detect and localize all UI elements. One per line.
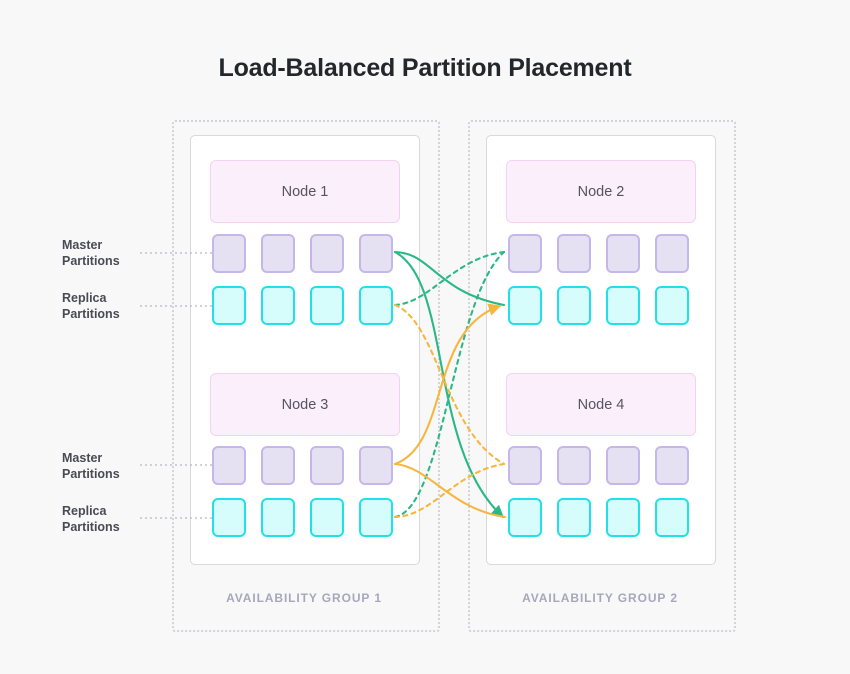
partition-node2-replica-3[interactable] — [606, 286, 640, 325]
partition-node4-master-3[interactable] — [606, 446, 640, 485]
partition-node1-replica-3[interactable] — [310, 286, 344, 325]
node-label-node2: Node 2 — [577, 183, 625, 200]
page-title: Load-Balanced Partition Placement — [218, 54, 632, 82]
label-line-1: Master — [62, 238, 103, 252]
node-label-node1: Node 1 — [281, 183, 329, 200]
label-line-1: Master — [62, 451, 103, 465]
partition-node3-replica-3[interactable] — [310, 498, 344, 537]
partition-node3-master-4[interactable] — [359, 446, 393, 485]
partition-node2-master-1[interactable] — [508, 234, 542, 273]
node-box-node3[interactable]: Node 3 — [210, 373, 400, 436]
label-replica-partitions-bottom: Replica Partitions — [62, 503, 167, 535]
partition-node1-replica-4[interactable] — [359, 286, 393, 325]
partition-node4-replica-2[interactable] — [557, 498, 591, 537]
partition-node4-replica-3[interactable] — [606, 498, 640, 537]
partition-node2-master-3[interactable] — [606, 234, 640, 273]
partition-node4-master-4[interactable] — [655, 446, 689, 485]
label-line-2: Partitions — [62, 520, 120, 534]
partition-node3-replica-2[interactable] — [261, 498, 295, 537]
partition-node4-replica-1[interactable] — [508, 498, 542, 537]
partition-node4-replica-4[interactable] — [655, 498, 689, 537]
partition-node1-replica-2[interactable] — [261, 286, 295, 325]
partition-node2-replica-2[interactable] — [557, 286, 591, 325]
partition-node1-master-2[interactable] — [261, 234, 295, 273]
partition-node2-master-4[interactable] — [655, 234, 689, 273]
label-replica-partitions-top: Replica Partitions — [62, 290, 167, 322]
label-line-2: Partitions — [62, 307, 120, 321]
availability-group-2-label: AVAILABILITY GROUP 2 — [522, 591, 678, 605]
node-box-node2[interactable]: Node 2 — [506, 160, 696, 223]
partition-node3-master-2[interactable] — [261, 446, 295, 485]
partition-node3-master-3[interactable] — [310, 446, 344, 485]
node-label-node3: Node 3 — [281, 396, 329, 413]
label-master-partitions-top: Master Partitions — [62, 237, 167, 269]
partition-node1-master-1[interactable] — [212, 234, 246, 273]
node-box-node1[interactable]: Node 1 — [210, 160, 400, 223]
partition-node2-master-2[interactable] — [557, 234, 591, 273]
node-box-node4[interactable]: Node 4 — [506, 373, 696, 436]
label-line-1: Replica — [62, 291, 107, 305]
label-line-2: Partitions — [62, 254, 120, 268]
availability-group-1-label: AVAILABILITY GROUP 1 — [226, 591, 382, 605]
partition-node2-replica-1[interactable] — [508, 286, 542, 325]
partition-node3-replica-1[interactable] — [212, 498, 246, 537]
label-line-1: Replica — [62, 504, 107, 518]
label-master-partitions-bottom: Master Partitions — [62, 450, 167, 482]
label-line-2: Partitions — [62, 467, 120, 481]
partition-node2-replica-4[interactable] — [655, 286, 689, 325]
partition-node1-replica-1[interactable] — [212, 286, 246, 325]
node-label-node4: Node 4 — [577, 396, 625, 413]
partition-node4-master-2[interactable] — [557, 446, 591, 485]
partition-node3-master-1[interactable] — [212, 446, 246, 485]
partition-node1-master-4[interactable] — [359, 234, 393, 273]
partition-node1-master-3[interactable] — [310, 234, 344, 273]
partition-node3-replica-4[interactable] — [359, 498, 393, 537]
partition-node4-master-1[interactable] — [508, 446, 542, 485]
